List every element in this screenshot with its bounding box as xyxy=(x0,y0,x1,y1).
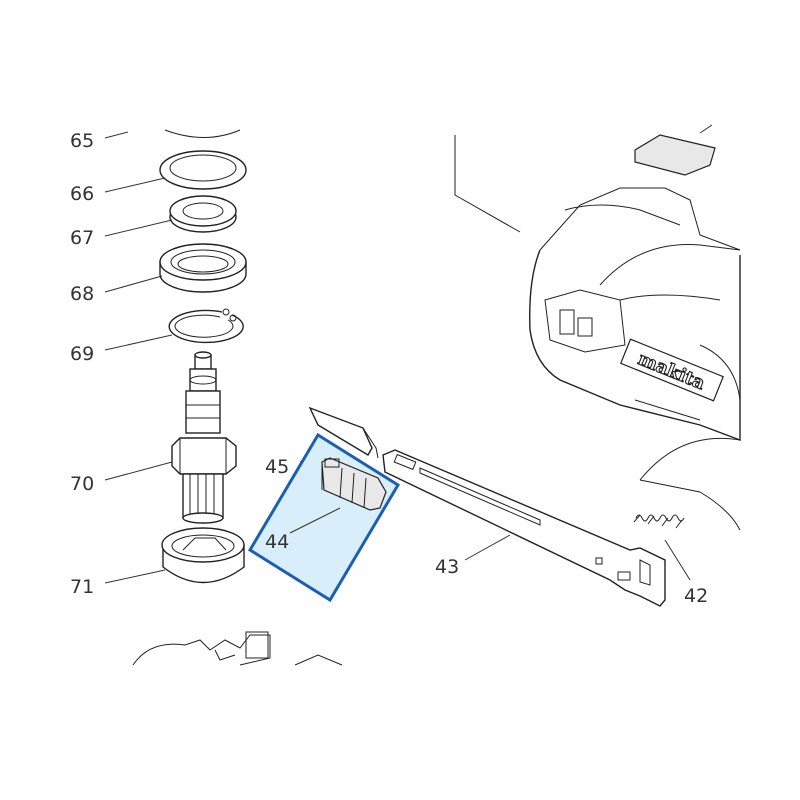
callout-43: 43 xyxy=(435,556,459,578)
part-43-slide-rod xyxy=(382,449,666,607)
callout-71: 71 xyxy=(70,576,94,598)
handle-part xyxy=(639,437,741,531)
part-42-spring xyxy=(633,514,691,581)
callout-44: 44 xyxy=(265,531,289,553)
part-68-bearing xyxy=(104,243,247,293)
part-66-washer xyxy=(104,150,247,193)
part-69-retaining-ring xyxy=(104,308,244,351)
part-71-collar xyxy=(104,527,245,584)
callout-70: 70 xyxy=(70,473,94,495)
part-70-spindle xyxy=(104,351,237,524)
callout-68: 68 xyxy=(70,283,94,305)
cover-plate xyxy=(634,124,716,176)
callout-45: 45 xyxy=(265,456,289,478)
part-65-ring xyxy=(104,129,241,139)
callout-67: 67 xyxy=(70,227,94,249)
callout-65: 65 xyxy=(70,130,94,152)
part-44-switch-button xyxy=(289,457,387,534)
gear-housing-partial xyxy=(132,631,343,666)
callout-42: 42 xyxy=(684,585,708,607)
callout-69: 69 xyxy=(70,343,94,365)
callout-66: 66 xyxy=(70,183,94,205)
motor-housing: makita xyxy=(454,135,741,442)
part-67-washer xyxy=(104,195,237,237)
